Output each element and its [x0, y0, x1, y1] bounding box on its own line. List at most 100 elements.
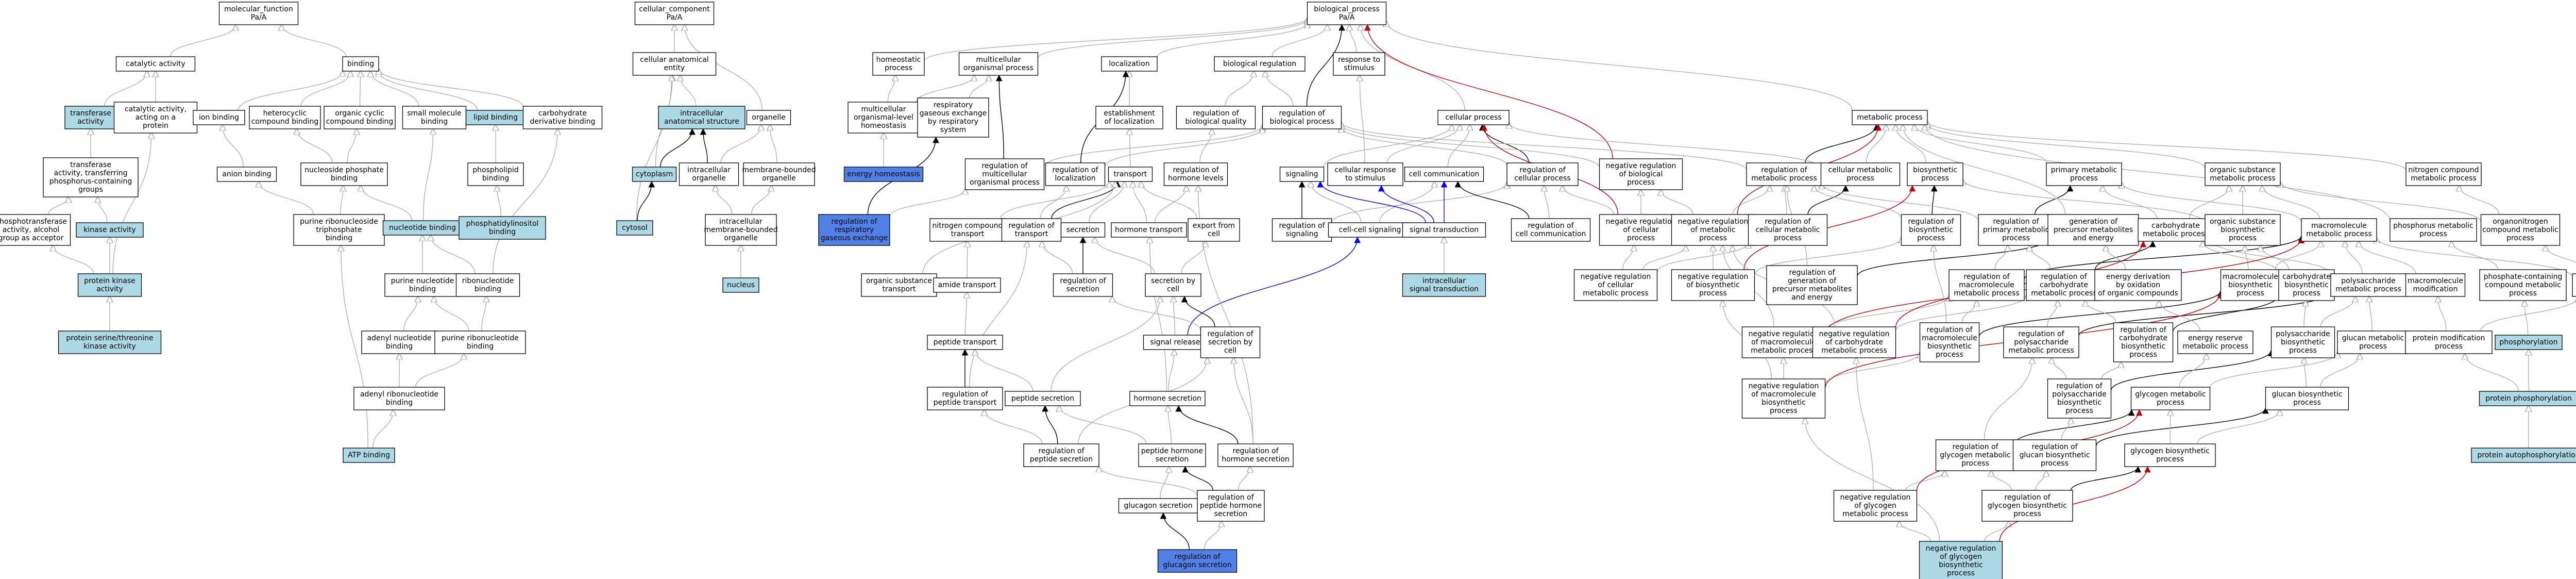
go-term-localization[interactable]: localization	[1101, 56, 1158, 72]
go-term-cell-cell-sig[interactable]: cell-cell signaling	[1328, 222, 1412, 238]
go-term-bio-reg[interactable]: biological regulation	[1214, 56, 1306, 72]
go-term-reg-carb-biosynth[interactable]: regulation ofcarbohydratebiosyntheticpro…	[2113, 322, 2174, 362]
go-term-kinase[interactable]: kinase activity	[76, 222, 144, 238]
go-term-metabolic-process[interactable]: metabolic process	[1852, 110, 1928, 125]
go-term-protein-phos[interactable]: protein phosphorylation	[2479, 391, 2576, 406]
go-term-nucleotide-binding[interactable]: nucleotide binding	[382, 220, 463, 236]
go-term-hormone-transport[interactable]: hormone transport	[1111, 222, 1187, 238]
go-term-signal-release[interactable]: signal release	[1143, 335, 1208, 350]
go-term-amide-transport[interactable]: amide transport	[933, 277, 1001, 293]
go-term-glucagon-sec[interactable]: glucagon secretion	[1118, 498, 1198, 514]
go-term-cat-act[interactable]: catalytic activity	[115, 56, 196, 72]
go-term-energy-homeo[interactable]: energy homeostasis	[843, 167, 924, 182]
go-term-reg-polysacch-bios[interactable]: regulation ofpolysaccharidebiosyntheticp…	[2047, 378, 2112, 419]
go-term-peptide-transport[interactable]: peptide transport	[927, 335, 1003, 350]
go-term-signaling[interactable]: signaling	[1279, 167, 1325, 182]
go-term-cellular-process[interactable]: cellular process	[1437, 110, 1510, 125]
go-term-cytosol[interactable]: cytosol	[616, 220, 653, 236]
go-term-cell-comm[interactable]: cell communication	[1404, 167, 1484, 182]
go-term-reg-macromol-biosynth[interactable]: regulation ofmacromoleculebiosyntheticpr…	[1919, 322, 1980, 362]
go-term-protein-autophos[interactable]: protein autophosphorylation	[2471, 448, 2576, 463]
go-term-ion-binding[interactable]: ion binding	[193, 110, 245, 125]
go-term-atp-binding[interactable]: ATP binding	[343, 448, 395, 463]
go-term-phosphorylation[interactable]: phosphorylation	[2495, 335, 2563, 350]
go-term-nucleus[interactable]: nucleus	[722, 277, 759, 293]
go-term-transport[interactable]: transport	[1108, 167, 1153, 182]
